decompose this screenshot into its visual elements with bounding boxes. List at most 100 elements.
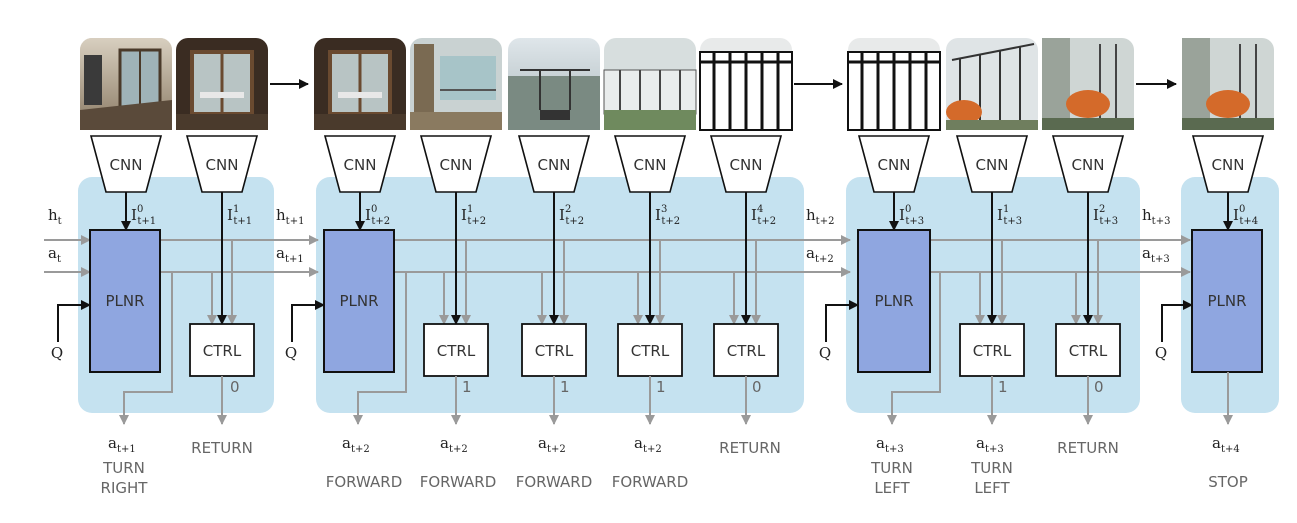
- svg-text:CNN: CNN: [344, 156, 377, 174]
- action-label: at+1: [276, 244, 304, 265]
- svg-text:CNN: CNN: [1212, 156, 1245, 174]
- hidden-state-label: ht+1: [276, 206, 304, 227]
- action-word: FORWARD: [420, 473, 497, 491]
- controller: CTRL: [617, 323, 683, 377]
- svg-text:CTRL: CTRL: [727, 342, 766, 360]
- q-label: Q: [819, 344, 831, 362]
- svg-text:CTRL: CTRL: [1069, 342, 1108, 360]
- action-word: TURN: [870, 459, 913, 477]
- output-arrows: [119, 290, 1233, 425]
- controller-bit: 1: [462, 378, 472, 396]
- controller: CTRL: [521, 323, 587, 377]
- q-arrow: [291, 300, 325, 342]
- svg-text:PLNR: PLNR: [105, 292, 144, 310]
- svg-text:CNN: CNN: [440, 156, 473, 174]
- output-action-symbol: at+2: [538, 434, 566, 455]
- svg-text:CNN: CNN: [878, 156, 911, 174]
- output-action-symbol: at+2: [634, 434, 662, 455]
- action-word: RETURN: [719, 439, 781, 457]
- output-action-symbol: at+2: [440, 434, 468, 455]
- q-label: Q: [285, 344, 297, 362]
- frame-5: [603, 38, 697, 130]
- svg-text:PLNR: PLNR: [1207, 292, 1246, 310]
- svg-text:CNN: CNN: [206, 156, 239, 174]
- planner-t: PLNR: [89, 229, 161, 373]
- frame-10: [1182, 38, 1274, 130]
- action-word: RIGHT: [101, 479, 149, 497]
- controller: CTRL: [189, 323, 255, 377]
- cnn-6: CNN: [709, 135, 783, 193]
- output-action-symbol: at+4: [1212, 434, 1240, 455]
- frame-9: [1042, 38, 1134, 130]
- svg-text:CNN: CNN: [538, 156, 571, 174]
- q-label: Q: [1155, 344, 1167, 362]
- cnn-2: CNN: [323, 135, 397, 193]
- action-word: LEFT: [974, 479, 1010, 497]
- action-word: FORWARD: [612, 473, 689, 491]
- output-action-symbols: at+1 at+2 at+2 at+2 at+2 at+3 at+3 at+4: [108, 434, 1240, 455]
- q-label: Q: [51, 344, 63, 362]
- controller: CTRL: [713, 323, 779, 377]
- q-arrow: [825, 300, 859, 342]
- cnn-7: CNN: [857, 135, 931, 193]
- svg-text:CTRL: CTRL: [631, 342, 670, 360]
- frame-2: [314, 38, 406, 130]
- controller-bit: 1: [560, 378, 570, 396]
- action-word: STOP: [1208, 473, 1248, 491]
- controller-bit: 1: [656, 378, 666, 396]
- action-word: RETURN: [1057, 439, 1119, 457]
- planner-t3: PLNR: [1191, 229, 1263, 373]
- frame-0: [80, 38, 172, 130]
- controller: CTRL: [959, 323, 1025, 377]
- svg-text:PLNR: PLNR: [874, 292, 913, 310]
- svg-text:CNN: CNN: [110, 156, 143, 174]
- svg-text:CTRL: CTRL: [437, 342, 476, 360]
- cnn-4: CNN: [517, 135, 591, 193]
- hidden-state-label: ht: [48, 206, 62, 227]
- svg-text:CTRL: CTRL: [535, 342, 574, 360]
- cnn-0: CNN: [89, 135, 163, 193]
- hidden-state-label: ht+3: [1142, 206, 1170, 227]
- output-action-words: TURN RIGHT RETURN FORWARD FORWARD FORWAR…: [101, 439, 1248, 497]
- action-label: at: [48, 244, 61, 265]
- frame-3: [410, 38, 502, 130]
- svg-text:CNN: CNN: [730, 156, 763, 174]
- action-word: RETURN: [191, 439, 253, 457]
- cnn-3: CNN: [419, 135, 493, 193]
- controller-bit: 0: [1094, 378, 1104, 396]
- controller-bit: 0: [230, 378, 240, 396]
- svg-text:PLNR: PLNR: [339, 292, 378, 310]
- action-label: at+2: [806, 244, 834, 265]
- svg-text:CNN: CNN: [634, 156, 667, 174]
- planner-t2: PLNR: [857, 229, 931, 373]
- q-arrow: [1161, 300, 1193, 342]
- frame-1: [176, 38, 268, 130]
- action-word: TURN: [102, 459, 145, 477]
- output-action-symbol: at+3: [876, 434, 904, 455]
- action-label: at+3: [1142, 244, 1170, 265]
- action-word: FORWARD: [326, 473, 403, 491]
- controller: CTRL: [1055, 323, 1121, 377]
- cnn-8: CNN: [955, 135, 1029, 193]
- frame-7: [847, 38, 941, 131]
- svg-text:CTRL: CTRL: [973, 342, 1012, 360]
- cnn-9: CNN: [1051, 135, 1125, 193]
- output-action-symbol: at+3: [976, 434, 1004, 455]
- hidden-state-label: ht+2: [806, 206, 834, 227]
- action-word: TURN: [970, 459, 1013, 477]
- frame-6: [699, 38, 793, 131]
- output-action-symbol: at+1: [108, 434, 136, 455]
- controller: CTRL: [423, 323, 489, 377]
